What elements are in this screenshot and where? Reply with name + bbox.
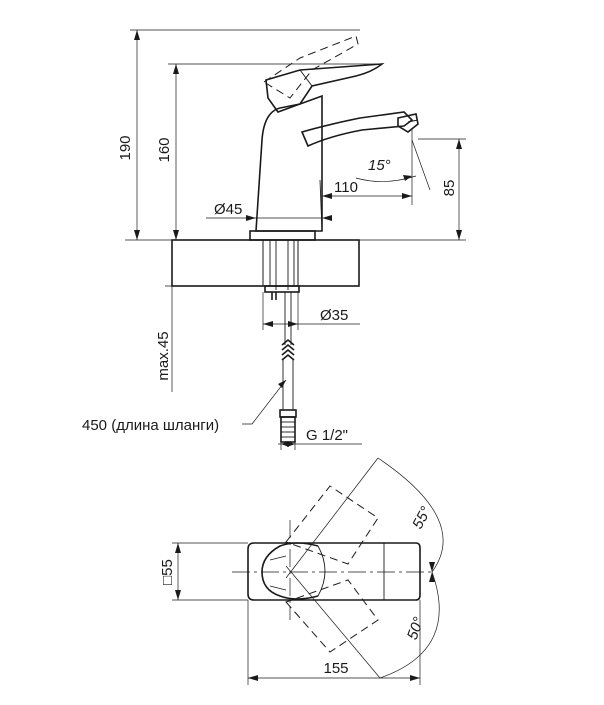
angle-50-label: 50° <box>404 615 428 642</box>
dimension-110-label: 110 <box>334 179 358 196</box>
countertop-section <box>171 239 360 287</box>
side-view: 190 160 110 15° <box>82 29 466 450</box>
top-view: 55° 50° □55 155 <box>159 457 444 685</box>
angle-15: 15° <box>355 139 431 191</box>
body-plan <box>247 542 421 601</box>
flexible-hose <box>279 338 297 443</box>
handle-swing-left <box>285 485 379 565</box>
angle-15-label: 15° <box>368 157 391 174</box>
faucet-body <box>255 63 419 232</box>
dimension-85: 85 <box>359 138 466 241</box>
dimension-square55: □55 <box>159 542 248 601</box>
dimension-110: 110 <box>322 128 413 205</box>
dimension-d45-label: Ø45 <box>214 201 242 218</box>
hose-length-callout: 450 (длина шланги) <box>82 379 287 434</box>
dimension-160-label: 160 <box>156 137 173 162</box>
dimension-160: 160 <box>156 63 382 240</box>
dimension-max45-label: max.45 <box>155 331 172 380</box>
handle-swing-right <box>285 579 379 653</box>
handle-raised-position <box>263 35 359 99</box>
dimension-d35-label: Ø35 <box>320 307 348 324</box>
hose-length-label: 450 (длина шланги) <box>82 417 219 434</box>
dimension-thread-label: G 1/2" <box>306 427 348 444</box>
dimension-d45: Ø45 <box>206 201 332 221</box>
dimension-d35: Ø35 <box>262 292 360 330</box>
dimension-thread: G 1/2" <box>278 427 362 450</box>
dimension-85-label: 85 <box>441 180 458 197</box>
dimension-190-label: 190 <box>117 135 134 160</box>
dimension-155: 155 <box>247 600 421 685</box>
dimension-155-label: 155 <box>323 660 348 677</box>
dimension-square55-label: □55 <box>159 559 176 585</box>
dimension-max45: max.45 <box>155 285 265 392</box>
angle-55-label: 55° <box>409 504 435 532</box>
mounting-hardware <box>249 230 316 345</box>
dimension-190: 190 <box>117 29 360 241</box>
